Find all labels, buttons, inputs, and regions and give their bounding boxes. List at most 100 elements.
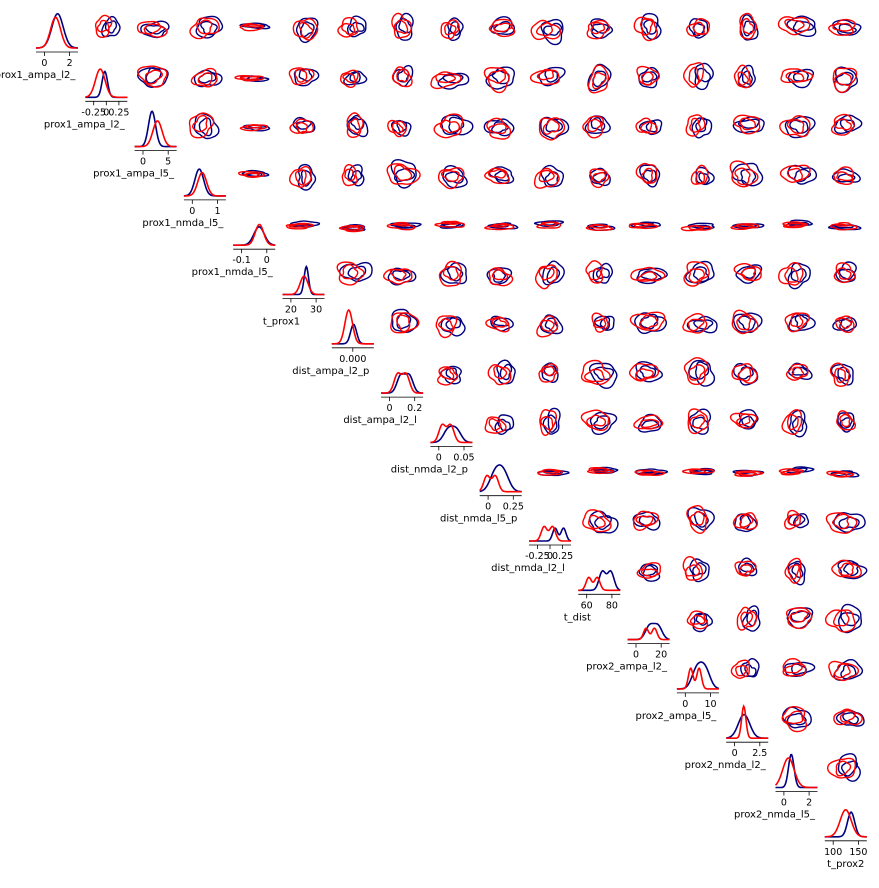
contour-red — [338, 225, 365, 233]
contour-red — [585, 260, 604, 284]
contour-panel-8-11 — [580, 409, 618, 436]
contour-red — [786, 413, 799, 431]
contour-panel-6-13 — [682, 312, 718, 334]
x-tick-label: 60 — [581, 600, 593, 611]
contour-blue — [786, 15, 817, 37]
contour-red — [143, 23, 162, 35]
contour-red — [540, 319, 555, 332]
contour-red — [784, 267, 799, 283]
contour-panel-1-9 — [483, 66, 516, 94]
contour-red — [826, 470, 855, 478]
contour-blue — [542, 260, 565, 286]
contour-red — [342, 72, 356, 84]
contour-panel-1-7 — [391, 64, 414, 88]
contour-blue — [197, 72, 217, 84]
contour-red — [833, 262, 857, 284]
x-tick-label: 20 — [285, 305, 297, 316]
contour-red — [834, 72, 853, 87]
contour-red — [292, 18, 319, 41]
density-curve-red — [381, 371, 424, 394]
contour-red — [831, 559, 862, 578]
contour-panel-6-15 — [784, 312, 816, 333]
contour-blue — [834, 114, 863, 135]
contour-panel-5-8 — [438, 260, 468, 287]
contour-panel-2-6 — [346, 112, 369, 139]
contour-panel-1-3 — [190, 67, 223, 88]
contour-red — [729, 160, 759, 188]
contour-blue — [789, 119, 809, 134]
contour-panel-1-8 — [430, 71, 470, 90]
contour-red — [540, 221, 558, 227]
contour-panel-0-16 — [828, 18, 862, 36]
x-tick-label: 0 — [436, 452, 442, 463]
contour-panel-0-11 — [586, 18, 614, 40]
contour-red — [832, 67, 858, 94]
contour-panel-0-7 — [391, 12, 414, 41]
contour-red — [435, 73, 457, 84]
contour-blue — [698, 172, 710, 186]
contour-red — [683, 357, 709, 386]
contour-panel-7-13 — [683, 357, 716, 387]
contour-blue — [737, 64, 756, 88]
contour-blue — [447, 266, 464, 282]
contour-red — [190, 67, 218, 88]
x-tick-label: 0 — [140, 157, 146, 168]
contour-blue — [838, 268, 855, 281]
contour-panel-6-14 — [731, 309, 763, 335]
contour-red — [440, 220, 461, 225]
contour-red — [628, 363, 660, 382]
contour-panel-2-9 — [483, 117, 515, 140]
x-tick-label: 0.25 — [108, 107, 129, 118]
density-curve-red — [578, 576, 621, 592]
contour-blue — [642, 169, 657, 183]
contour-blue — [786, 712, 807, 726]
contour-red — [341, 22, 356, 36]
contour-panel-0-3 — [189, 15, 224, 40]
contour-red — [787, 564, 800, 580]
contour-red — [542, 468, 561, 474]
axis-label: prox1_ampa_l5_ — [93, 169, 175, 180]
contour-panel-7-11 — [580, 359, 618, 390]
contour-panel-2-4 — [239, 123, 271, 132]
contour-red — [640, 568, 659, 578]
density-curve-blue — [824, 811, 867, 838]
contour-red — [635, 117, 658, 135]
x-tick-label: 2.5 — [752, 748, 767, 759]
contour-panel-3-7 — [386, 158, 421, 189]
contour-red — [688, 66, 700, 86]
contour-panel-7-15 — [785, 362, 813, 381]
contour-red — [588, 224, 610, 229]
contour-red — [686, 504, 708, 534]
contour-panel-7-9 — [487, 359, 516, 386]
contour-blue — [195, 15, 224, 39]
contour-panel-2-15 — [779, 115, 816, 139]
contour-blue — [198, 117, 213, 137]
contour-panel-5-16 — [833, 261, 857, 284]
contour-red — [692, 21, 705, 35]
contour-panel-4-8 — [434, 220, 466, 229]
contour-blue — [835, 71, 854, 86]
contour-red — [382, 268, 413, 285]
contour-red — [635, 162, 658, 184]
contour-panel-3-15 — [779, 164, 817, 185]
contour-panel-0-6 — [337, 15, 367, 38]
contour-red — [833, 663, 851, 679]
contour-red — [835, 760, 852, 777]
contour-red — [785, 71, 805, 83]
contour-panel-3-4 — [237, 169, 270, 178]
contour-blue — [740, 658, 760, 678]
contour-panel-0-12 — [633, 12, 662, 42]
contour-red — [640, 418, 660, 429]
contour-red — [437, 167, 465, 190]
contour-panel-0-9 — [488, 16, 516, 38]
contour-red — [244, 123, 262, 129]
contour-blue — [741, 605, 761, 632]
contour-red — [440, 170, 460, 182]
contour-blue — [594, 515, 612, 531]
x-tick-label: 1 — [214, 206, 220, 217]
contour-blue — [101, 15, 121, 38]
contour-red — [741, 17, 755, 35]
